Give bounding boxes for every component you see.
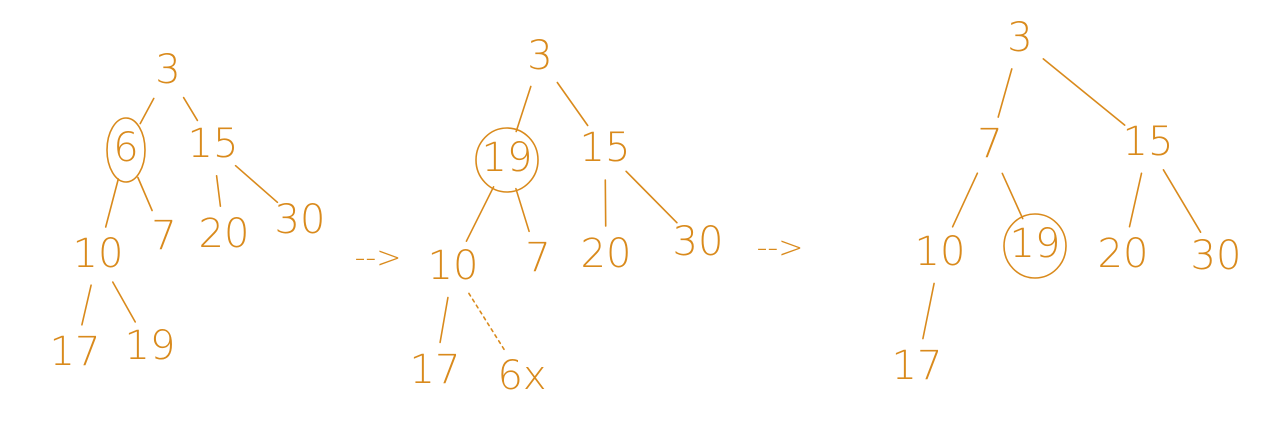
node-t3-n20: 20 (1098, 231, 1149, 277)
edge-t2-n19-t2-n7 (515, 187, 530, 233)
node-circle (106, 117, 146, 183)
edge-t3-n15-t3-n20 (1128, 172, 1143, 228)
edge-t3-n7-t3-n19 (1001, 172, 1024, 220)
edge-t1-n10-t1-n17 (81, 284, 92, 326)
edge-t2-n15-t2-n30 (625, 170, 678, 224)
node-t1-n17: 17 (50, 329, 101, 375)
node-t1-n30: 30 (275, 197, 326, 243)
edge-t2-n3-t2-n15 (556, 81, 589, 127)
node-t3-n19: 19 (1010, 221, 1061, 267)
node-t2-n3: 3 (527, 33, 552, 79)
node-t2-n17: 17 (410, 347, 461, 393)
node-t1-n7: 7 (151, 213, 176, 259)
edge-t1-n15-t1-n30 (234, 164, 279, 204)
edge-t3-n10-t3-n17 (922, 282, 935, 340)
node-t2-n30: 30 (673, 219, 724, 265)
edge-t2-n3-t2-n19 (515, 85, 532, 133)
node-t3-n30: 30 (1191, 233, 1242, 279)
edge-t3-n3-t3-n7 (997, 68, 1013, 118)
node-t2-n20: 20 (581, 231, 632, 277)
node-t1-n6: 6 (113, 125, 138, 171)
arrow-2: --> (757, 231, 804, 266)
edge-t3-n7-t3-n10 (951, 172, 979, 228)
node-t3-n3: 3 (1007, 15, 1032, 61)
edge-t1-n3-t1-n6 (139, 97, 155, 125)
edge-t1-n6-t1-n7 (137, 176, 153, 212)
node-t2-n15: 15 (580, 125, 631, 171)
node-t3-n15: 15 (1123, 119, 1174, 165)
node-t2-n19: 19 (482, 135, 533, 181)
node-t1-n19: 19 (125, 323, 176, 369)
node-t3-n10: 10 (915, 229, 966, 275)
node-t2-n10: 10 (428, 243, 479, 289)
edge-t3-n3-t3-n15 (1042, 58, 1126, 126)
tree-3: 3 7 15 10 19 20 30 17 (892, 15, 1242, 389)
node-circle (475, 127, 539, 193)
node-t3-n17: 17 (892, 343, 943, 389)
edge-t2-n10-t2-n6x (468, 292, 507, 354)
edge-t1-n15-t1-n20 (215, 175, 222, 207)
edge-t1-n6-t1-n10 (104, 178, 120, 228)
edge-t1-n3-t1-n15 (182, 96, 199, 122)
edge-t1-n10-t1-n19 (112, 281, 136, 323)
edge-t2-n19-t2-n10 (465, 186, 495, 242)
arrow-1: --> (355, 241, 402, 276)
node-t1-n20: 20 (199, 211, 250, 257)
edge-t3-n15-t3-n30 (1162, 169, 1202, 233)
node-t3-n7: 7 (977, 121, 1002, 167)
node-t1-n10: 10 (73, 231, 124, 277)
node-t1-n3: 3 (155, 47, 180, 93)
node-t2-n7: 7 (525, 235, 550, 281)
tree-1: 36 15 10 7 20 30 17 19 (50, 47, 326, 375)
edge-t2-n10-t2-n17 (439, 296, 449, 344)
node-t2-n6x: 6x (497, 353, 546, 399)
tree-2: 3 19 15 10 7 20 30 17 6x (410, 33, 724, 399)
node-circle (1003, 213, 1067, 279)
node-t1-n15: 15 (188, 121, 239, 167)
